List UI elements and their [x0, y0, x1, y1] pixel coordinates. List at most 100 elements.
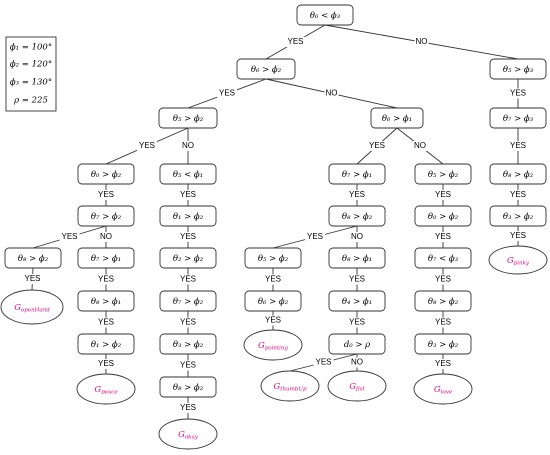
edge-label-bg: [96, 274, 116, 285]
decision-node-box: [328, 290, 386, 312]
decision-node-box: [328, 247, 386, 269]
leaf-label: Gfist: [349, 382, 365, 393]
decision-node-label: θ₈ > ϕ₂: [342, 212, 373, 222]
decision-node-label: θ₅ > ϕ₃: [503, 65, 534, 75]
edge-label-bg: [433, 232, 453, 242]
decision-node-box: [489, 58, 547, 80]
edge-label-bg: [217, 88, 237, 99]
edge-label-bg: [414, 37, 429, 47]
edge-label-bg: [433, 317, 453, 328]
edge-label-bg: [433, 190, 453, 200]
edge-label-bg: [413, 141, 427, 151]
gesture-leaf-ellipse: [488, 245, 548, 275]
decision-node-label: θ₇ > ϕ₂: [91, 212, 122, 222]
decision-node-box: [414, 247, 472, 269]
edge-label-bg: [178, 360, 198, 371]
decision-node-box: [158, 107, 218, 129]
edge-label-bg: [305, 232, 325, 242]
edge-label-yes: YES: [510, 89, 526, 98]
edge-label-no: NO: [182, 141, 194, 150]
edge-label-bg: [99, 232, 113, 242]
edge-label-yes: YES: [265, 275, 281, 284]
leaf-label: Gpinky: [507, 256, 530, 267]
decision-node-box: [489, 205, 547, 227]
decision-node-box: [159, 290, 217, 312]
leaf-label: Gpeace: [94, 385, 118, 396]
decision-node-box: [414, 163, 472, 185]
decision-node-label: θ₆ > ϕ₁: [382, 114, 412, 124]
decision-node-label: θ₁ > ϕ₂: [173, 212, 204, 222]
edge-label-no: NO: [414, 141, 426, 150]
edge-label-yes: YES: [435, 190, 451, 199]
decision-node-label: θ₇ > ϕ₁: [91, 254, 121, 264]
decision-node-box: [328, 163, 386, 185]
gesture-leaf-ellipse: [76, 373, 136, 405]
edge-label-no: NO: [326, 89, 338, 98]
decision-node-label: θ₈ > ϕ₂: [18, 254, 49, 264]
edge-label-bg: [347, 317, 367, 328]
edge-label-yes: YES: [435, 359, 451, 368]
decision-node-label: θ₈ > ϕ₁: [91, 297, 121, 307]
decision-node-label: θ₂ > ϕ₂: [173, 254, 204, 264]
edge-label-yes: YES: [435, 232, 451, 241]
gesture-leaf-ellipse: [327, 370, 387, 402]
edge-label-yes: YES: [98, 275, 114, 284]
legend-phi3: ϕ₃ = 130°: [10, 78, 52, 88]
decision-node-label: θ₅ > ϕ₂: [173, 114, 204, 124]
decision-node-box: [414, 290, 472, 312]
edge-label-bg: [350, 232, 364, 242]
decision-node-box: [489, 163, 547, 185]
leaf-label: Gokay: [178, 430, 199, 441]
edge-label-bg: [96, 317, 116, 328]
leaf-label: Glove: [434, 385, 453, 396]
leaf-label: GopenHand: [14, 303, 50, 314]
decision-node-box: [414, 205, 472, 227]
edge-label-yes: YES: [139, 141, 155, 150]
edge-label-no: NO: [351, 232, 363, 241]
decision-node-box: [328, 333, 386, 355]
edge-label-bg: [137, 141, 157, 151]
decision-node-label: θ₆ > ϕ₂: [251, 65, 282, 75]
decision-node-box: [159, 205, 217, 227]
edge-label-bg: [96, 190, 116, 200]
decision-node-label: θ₈ > ϕ₂: [173, 383, 204, 393]
edge-label-bg: [508, 190, 528, 200]
edge-label-yes: YES: [24, 274, 40, 283]
edge-label-yes: YES: [435, 275, 451, 284]
edge-label-yes: YES: [98, 318, 114, 327]
legend-box: ϕ₁ = 100° ϕ₂ = 120° ϕ₃ = 130° ρ = 225: [5, 36, 57, 112]
legend-rho: ρ = 225: [13, 96, 48, 106]
edge-label-bg: [347, 274, 367, 285]
edge-label-bg: [263, 315, 283, 326]
edge-label-bg: [59, 232, 80, 242]
leaf-label: Gpointing: [258, 341, 288, 352]
edge-label-yes: YES: [61, 232, 77, 241]
edge-label-yes: YES: [219, 89, 235, 98]
edge-label-yes: YES: [287, 37, 303, 46]
decision-node-box: [489, 107, 547, 129]
edge-label-bg: [324, 88, 339, 99]
leaf-label: GthumbUp: [274, 382, 307, 393]
edge-label-bg: [285, 37, 306, 47]
decision-node-label: θ₇ < ϕ₃: [428, 254, 459, 264]
edge-label-yes: YES: [180, 403, 196, 412]
decision-node-label: θ₀ > ϕ₂: [91, 170, 122, 180]
edge-label-yes: YES: [435, 318, 451, 327]
edge-label-yes: YES: [180, 361, 196, 370]
edge-label-bg: [508, 231, 528, 241]
edge-label-yes: YES: [180, 318, 196, 327]
edge-label-yes: YES: [180, 232, 196, 241]
edge-label-bg: [178, 274, 198, 285]
edge-label-no: NO: [100, 232, 112, 241]
decision-node-box: [370, 107, 424, 129]
decision-node-label: θ₈ > ϕ₁: [342, 254, 372, 264]
decision-node-box: [159, 247, 217, 269]
edge-label-yes: YES: [180, 190, 196, 199]
decision-node-label: θ₅ > ϕ₂: [428, 170, 459, 180]
decision-node-box: [244, 247, 302, 269]
edge-labels-layer: YES NO YES NO YES NO YES NO YES YES YES YES YES YES NO…: [22, 37, 528, 413]
edge-label-bg: [350, 357, 364, 368]
edge-label-yes: YES: [98, 190, 114, 199]
decision-node-label: d₀ > ρ: [344, 340, 370, 350]
edge-label-yes: YES: [510, 141, 526, 150]
